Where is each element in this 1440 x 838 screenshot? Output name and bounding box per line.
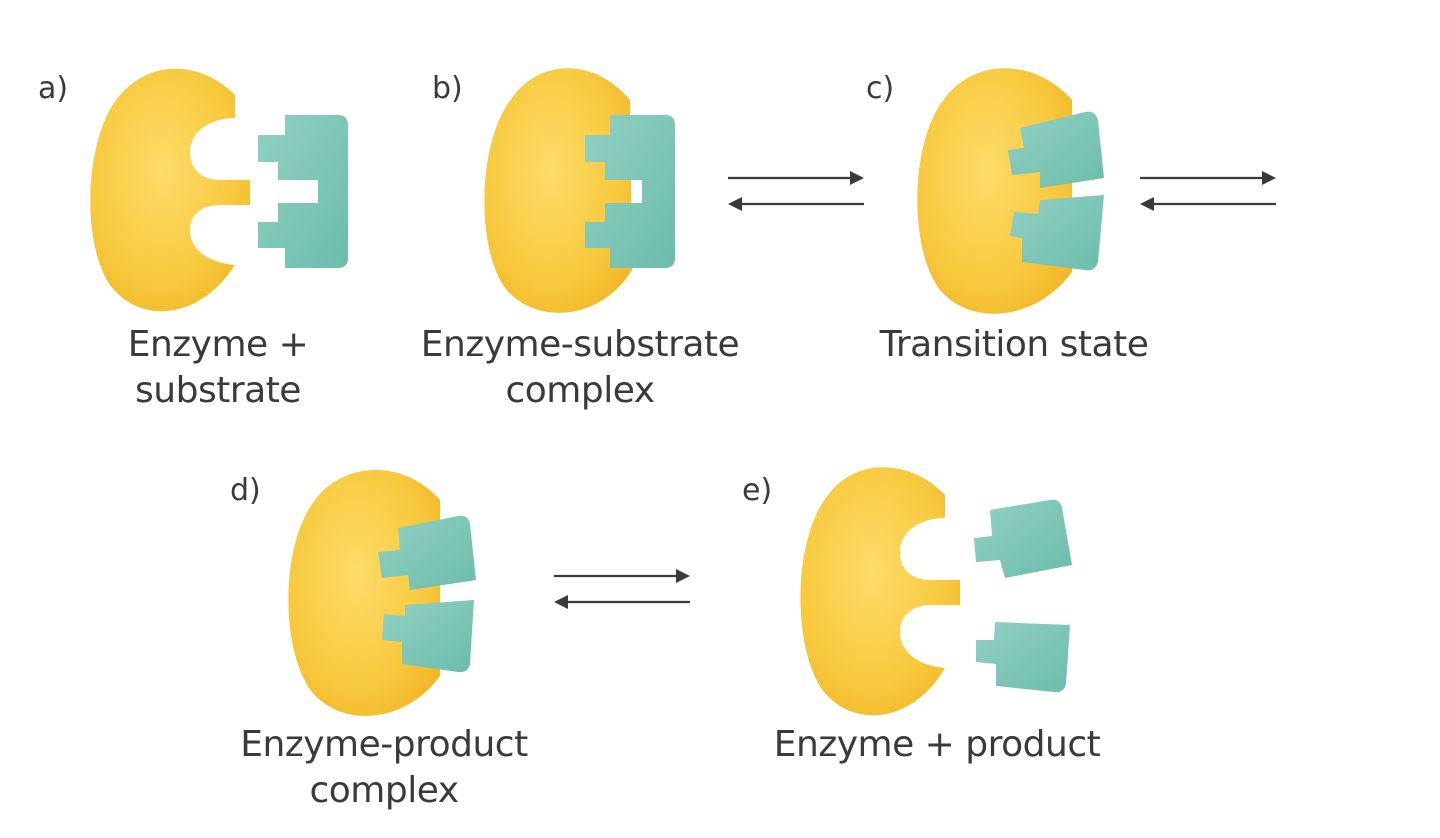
panel-a: a) Enzyme + substrate xyxy=(38,68,348,411)
panel-d-letter: d) xyxy=(230,473,261,508)
panel-b-letter: b) xyxy=(432,71,463,106)
product-shape xyxy=(976,622,1070,693)
product-shape xyxy=(378,515,476,590)
panel-e-letter: e) xyxy=(742,473,772,508)
equilibrium-arrows-bc xyxy=(728,171,864,211)
product-shape xyxy=(974,499,1072,578)
enzyme-shape xyxy=(484,68,632,313)
substrate-shape xyxy=(1010,195,1104,271)
enzyme-shape xyxy=(800,467,960,716)
panel-d: d) Enzyme-product complex xyxy=(230,470,529,811)
enzyme-shape xyxy=(90,68,250,312)
panel-b-caption-line1: Enzyme-substrate xyxy=(421,324,739,365)
panel-a-caption-line2: substrate xyxy=(135,370,301,411)
panel-c: c) Transition state xyxy=(866,68,1149,365)
enzyme-shape xyxy=(917,68,1072,314)
panel-b-caption-line2: complex xyxy=(505,370,654,411)
panel-e-caption-line1: Enzyme + product xyxy=(774,724,1101,765)
substrate-shape xyxy=(1008,111,1104,188)
equilibrium-arrows-de xyxy=(554,569,690,609)
panel-d-caption-line1: Enzyme-product xyxy=(240,724,528,765)
panel-e: e) Enzyme + product xyxy=(742,467,1101,765)
panel-c-caption-line1: Transition state xyxy=(879,324,1149,365)
substrate-shape xyxy=(585,115,675,268)
substrate-shape xyxy=(258,115,348,268)
panel-b: b) Enzyme-substrate complex xyxy=(421,68,740,411)
equilibrium-arrows-c xyxy=(1140,171,1276,211)
product-shape xyxy=(382,600,474,673)
enzyme-shape xyxy=(288,470,440,716)
panel-a-caption-line1: Enzyme + xyxy=(128,324,309,365)
panel-c-letter: c) xyxy=(866,71,894,106)
panel-a-letter: a) xyxy=(38,71,68,106)
panel-d-caption-line2: complex xyxy=(309,770,458,811)
